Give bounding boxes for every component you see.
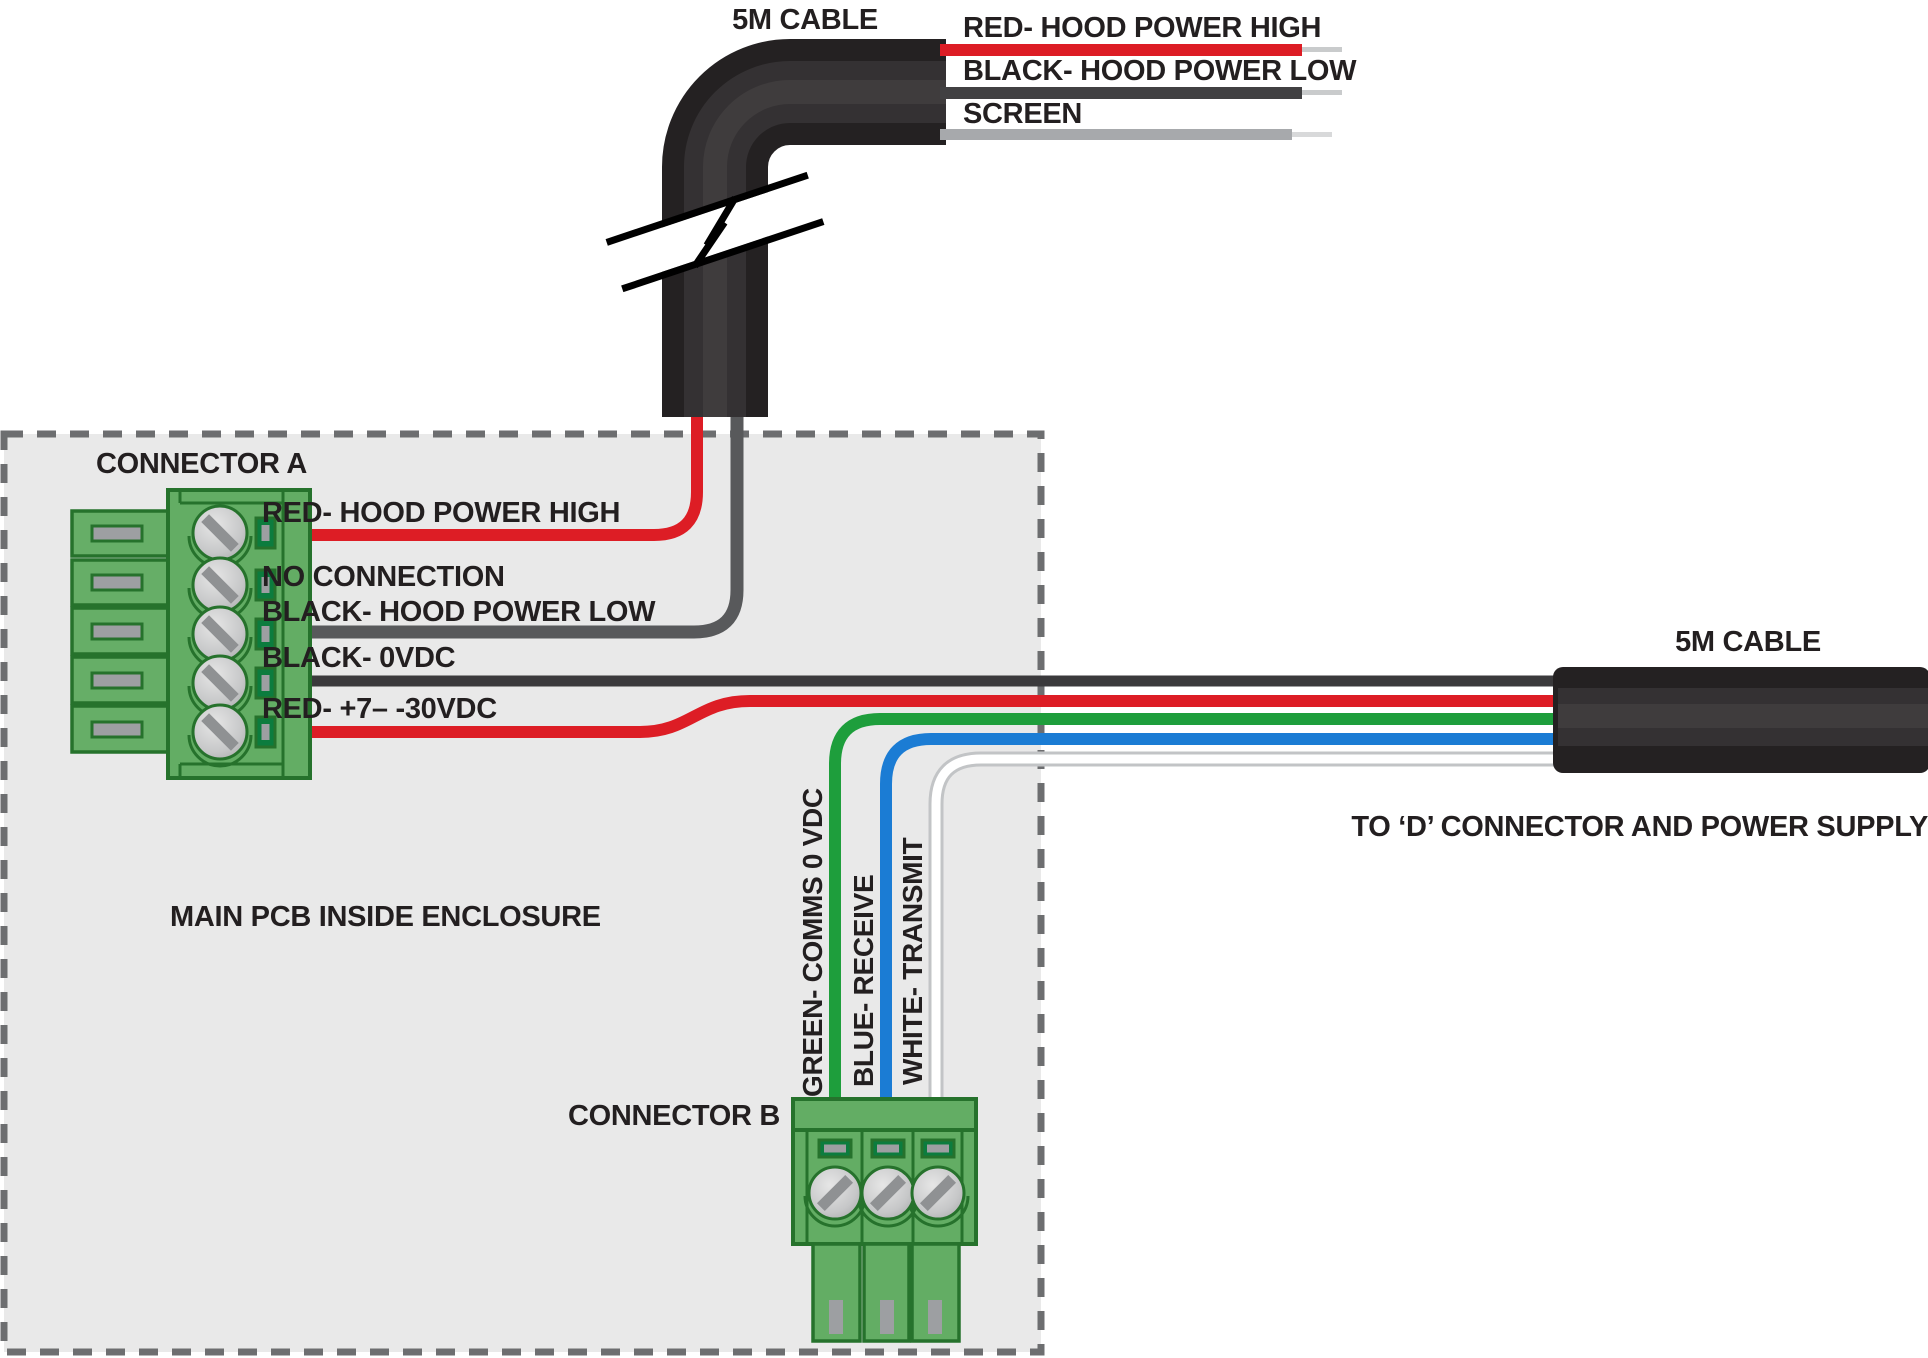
wire-green-comms	[829, 713, 1565, 1112]
connector-a	[70, 488, 312, 780]
right-cable-destination: TO ‘D’ CONNECTOR AND POWER SUPPLY	[1351, 811, 1928, 843]
top-cable-label: 5M CABLE	[732, 4, 878, 36]
label-red-hood-power-high-top: RED- HOOD POWER HIGH	[963, 12, 1322, 44]
label-row3-black-hood-power-low: BLACK- HOOD POWER LOW	[262, 596, 656, 628]
label-row1-red-hood-power-high: RED- HOOD POWER HIGH	[262, 497, 621, 529]
label-row5-red-power: RED- +7– -30VDC	[262, 693, 497, 725]
connector-b-slots	[817, 1138, 956, 1159]
right-cable	[1553, 667, 1928, 773]
top-cable-stripped-wires	[940, 44, 1342, 140]
wire-black-hood-power-low	[304, 400, 744, 639]
wire-red-hood-power-high	[304, 400, 703, 541]
label-white-transmit: WHITE- TRANSMIT	[897, 837, 928, 1085]
enclosure-label: MAIN PCB INSIDE ENCLOSURE	[170, 901, 601, 933]
label-screen: SCREEN	[963, 98, 1083, 130]
label-blue-receive: BLUE- RECEIVE	[848, 874, 879, 1087]
label-row2-no-connection: NO CONNECTION	[262, 561, 505, 593]
label-green-comms: GREEN- COMMS 0 VDC	[797, 788, 828, 1097]
top-cable	[662, 38, 946, 417]
right-cable-label: 5M CABLE	[1675, 626, 1821, 658]
connector-b-title: CONNECTOR B	[568, 1100, 781, 1132]
stripped-wire-red	[940, 44, 1302, 56]
connector-a-slots	[254, 516, 277, 749]
connector-b-pins	[811, 1242, 961, 1343]
wire-white-transmit	[931, 754, 1565, 1112]
connector-a-screws	[191, 504, 249, 761]
label-row4-black-0vdc: BLACK- 0VDC	[262, 642, 456, 674]
wire-blue-receive	[880, 733, 1565, 1112]
wire-red-power	[304, 695, 1565, 738]
connector-a-title: CONNECTOR A	[96, 448, 307, 480]
stripped-wire-black	[940, 87, 1302, 99]
cable-break-icon	[605, 171, 825, 293]
connector-b-top-bar	[791, 1097, 978, 1132]
connector-b	[791, 1097, 978, 1343]
stripped-wire-screen	[940, 129, 1292, 140]
connector-a-tabs	[70, 509, 172, 754]
connector-b-screws	[807, 1165, 966, 1221]
label-black-hood-power-low-top: BLACK- HOOD POWER LOW	[963, 55, 1357, 87]
